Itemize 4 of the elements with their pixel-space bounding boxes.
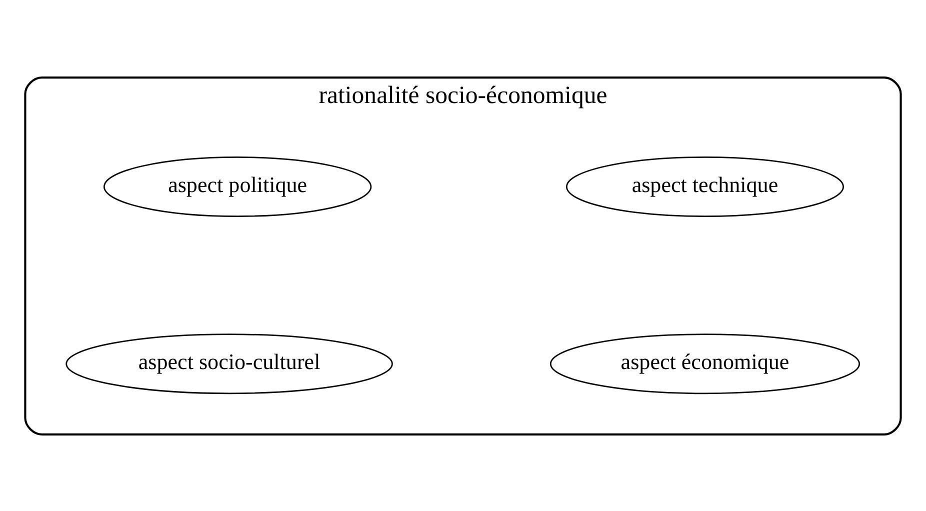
node-ellipse: aspect technique — [566, 156, 844, 216]
node-ellipse: aspect socio-culturel — [66, 333, 393, 394]
node-ellipse: aspect politique — [103, 156, 372, 216]
node-ellipse: aspect économique — [550, 333, 860, 394]
